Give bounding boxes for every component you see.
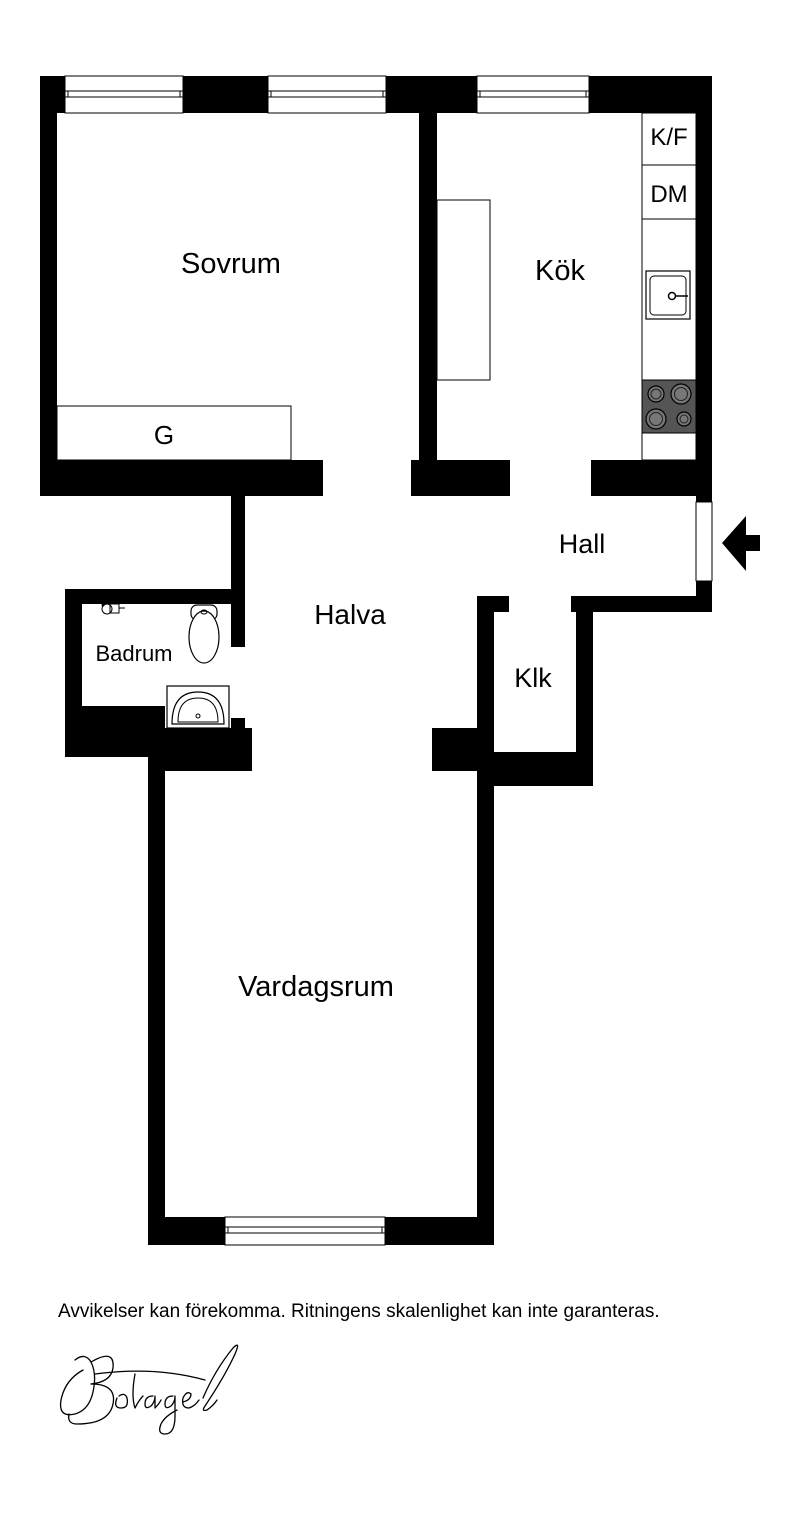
wall-living-left xyxy=(148,728,165,1245)
room-label-sovrum: Sovrum xyxy=(181,248,281,280)
walls xyxy=(40,76,712,1245)
window-bedroom-1 xyxy=(64,75,184,114)
disclaimer-text: Avvikelser kan förekomma. Ritningens ska… xyxy=(58,1301,660,1322)
stove-icon xyxy=(641,379,697,434)
room-label-badrum: Badrum xyxy=(95,641,172,666)
shower-icon xyxy=(101,603,125,615)
wardrobe xyxy=(56,405,292,461)
floor-plan: Sovrum Kök Hall Halva Badrum Klk Vardags… xyxy=(40,75,760,1246)
sink-icon xyxy=(645,270,691,320)
room-label-hall: Hall xyxy=(559,529,606,559)
wall-kitchen-bottom-right xyxy=(591,460,697,496)
wall-hall-bottom xyxy=(571,596,712,612)
wall-bath-halva xyxy=(231,496,245,647)
brand-logo xyxy=(59,1344,239,1435)
fixture-label-fridge-freezer: K/F xyxy=(650,124,687,151)
wall-left-bedroom xyxy=(40,76,57,496)
wall-klk-right xyxy=(576,596,593,786)
fixture-label-dishwasher: DM xyxy=(650,181,687,208)
entrance-arrow-icon xyxy=(722,516,760,571)
wall-living-right xyxy=(477,728,494,1245)
windows xyxy=(64,75,590,1246)
wall-klk-bottom xyxy=(477,752,593,786)
wall-bath-top xyxy=(65,589,245,604)
washbasin-icon xyxy=(166,685,230,729)
room-label-halva: Halva xyxy=(314,599,386,630)
wall-right-kitchen xyxy=(696,76,712,502)
entrance-door xyxy=(695,501,713,582)
window-living xyxy=(224,1216,386,1246)
kitchen-counter xyxy=(436,199,491,381)
window-kitchen xyxy=(476,75,590,114)
fixture-label-wardrobe: G xyxy=(154,420,174,450)
toilet-icon xyxy=(188,604,220,664)
wall-kitchen-bottom-left xyxy=(411,460,510,496)
room-label-klk: Klk xyxy=(514,663,552,693)
window-bedroom-2 xyxy=(267,75,387,114)
wall-bedroom-kitchen xyxy=(419,76,437,496)
room-label-vardagsrum: Vardagsrum xyxy=(238,971,394,1003)
wall-bath-bottom-right xyxy=(148,728,252,771)
wall-bedroom-bottom xyxy=(40,460,323,496)
room-label-kok: Kök xyxy=(535,255,585,287)
wall-bath-stub xyxy=(231,718,245,730)
